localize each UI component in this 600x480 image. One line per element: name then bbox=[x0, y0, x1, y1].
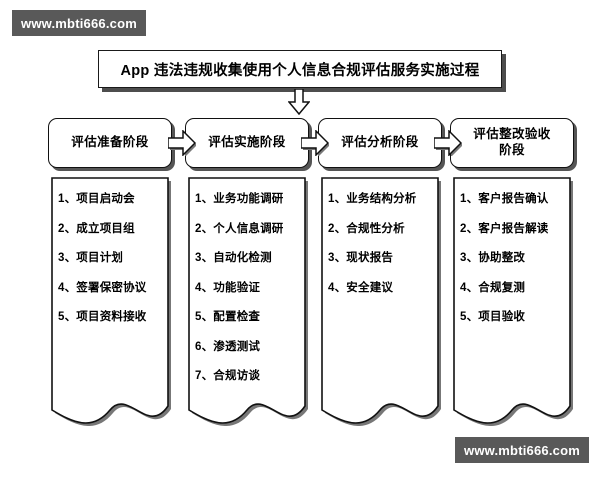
arrow-right-icon bbox=[300, 129, 330, 157]
stage-header-label-1: 评估实施阶段 bbox=[208, 135, 286, 150]
stage-header-label-3: 评估整改验收 阶段 bbox=[473, 127, 551, 157]
watermark-top-text: www.mbti666.com bbox=[21, 15, 137, 31]
list-item: 1、业务功能调研 bbox=[195, 193, 284, 205]
stage-body-1: 1、业务功能调研 2、个人信息调研 3、自动化检测 4、功能验证 5、配置检查 … bbox=[185, 176, 309, 426]
arrow-down-icon bbox=[287, 88, 311, 116]
list-item: 3、项目计划 bbox=[58, 252, 124, 264]
stage-body-0: 1、项目启动会 2、成立项目组 3、项目计划 4、签署保密协议 5、项目资料接收 bbox=[48, 176, 172, 426]
list-item: 2、客户报告解读 bbox=[460, 222, 549, 235]
watermark-top: www.mbti666.com bbox=[12, 10, 146, 36]
stage-header-3[interactable]: 评估整改验收 阶段 bbox=[450, 118, 574, 168]
arrow-right-icon bbox=[167, 129, 197, 157]
list-item: 2、成立项目组 bbox=[58, 222, 135, 235]
stage-column-2: 评估分析阶段 1、业务结构分析 2、合规性分析 3、现状报告 4、安全建议 bbox=[318, 118, 442, 426]
list-item: 3、协助整改 bbox=[460, 252, 526, 264]
stage-column-0: 评估准备阶段 1、项目启动会 2、成立项目组 3、项目计划 4、签署保密协议 5… bbox=[48, 118, 172, 426]
stage-column-3: 评估整改验收 阶段 1、客户报告确认 2、客户报告解读 3、协助整改 4、合规复… bbox=[450, 118, 574, 426]
list-item: 7、合规访谈 bbox=[195, 370, 261, 382]
stage-header-label-0: 评估准备阶段 bbox=[71, 135, 149, 150]
list-item: 1、业务结构分析 bbox=[328, 193, 417, 205]
page-title: App 违法违规收集使用个人信息合规评估服务实施过程 bbox=[120, 62, 480, 79]
list-item: 1、客户报告确认 bbox=[460, 193, 549, 205]
list-item: 2、个人信息调研 bbox=[195, 222, 284, 235]
diagram-title-box: App 违法违规收集使用个人信息合规评估服务实施过程 bbox=[98, 50, 502, 88]
stage-list-0: 1、项目启动会 2、成立项目组 3、项目计划 4、签署保密协议 5、项目资料接收 bbox=[48, 176, 172, 342]
list-item: 4、功能验证 bbox=[195, 281, 261, 294]
stage-header-label-2: 评估分析阶段 bbox=[341, 135, 419, 150]
list-item: 5、配置检查 bbox=[195, 311, 261, 323]
list-item: 3、自动化检测 bbox=[195, 252, 272, 264]
list-item: 5、项目验收 bbox=[460, 311, 526, 323]
list-item: 6、渗透测试 bbox=[195, 340, 261, 353]
arrow-right-icon bbox=[433, 129, 463, 157]
stage-list-1: 1、业务功能调研 2、个人信息调研 3、自动化检测 4、功能验证 5、配置检查 … bbox=[185, 176, 309, 401]
watermark-bottom-text: www.mbti666.com bbox=[464, 442, 580, 458]
stage-header-2[interactable]: 评估分析阶段 bbox=[318, 118, 442, 168]
stage-list-3: 1、客户报告确认 2、客户报告解读 3、协助整改 4、合规复测 5、项目验收 bbox=[450, 176, 574, 342]
watermark-bottom: www.mbti666.com bbox=[455, 437, 589, 463]
list-item: 2、合规性分析 bbox=[328, 222, 405, 235]
list-item: 3、现状报告 bbox=[328, 252, 394, 264]
stage-column-1: 评估实施阶段 1、业务功能调研 2、个人信息调研 3、自动化检测 4、功能验证 … bbox=[185, 118, 309, 426]
stage-header-1[interactable]: 评估实施阶段 bbox=[185, 118, 309, 168]
stage-body-3: 1、客户报告确认 2、客户报告解读 3、协助整改 4、合规复测 5、项目验收 bbox=[450, 176, 574, 426]
list-item: 5、项目资料接收 bbox=[58, 311, 147, 323]
stage-list-2: 1、业务结构分析 2、合规性分析 3、现状报告 4、安全建议 bbox=[318, 176, 442, 312]
stage-body-2: 1、业务结构分析 2、合规性分析 3、现状报告 4、安全建议 bbox=[318, 176, 442, 426]
list-item: 4、合规复测 bbox=[460, 281, 526, 294]
list-item: 4、安全建议 bbox=[328, 281, 394, 294]
list-item: 4、签署保密协议 bbox=[58, 281, 147, 294]
stage-header-0[interactable]: 评估准备阶段 bbox=[48, 118, 172, 168]
list-item: 1、项目启动会 bbox=[58, 193, 135, 205]
